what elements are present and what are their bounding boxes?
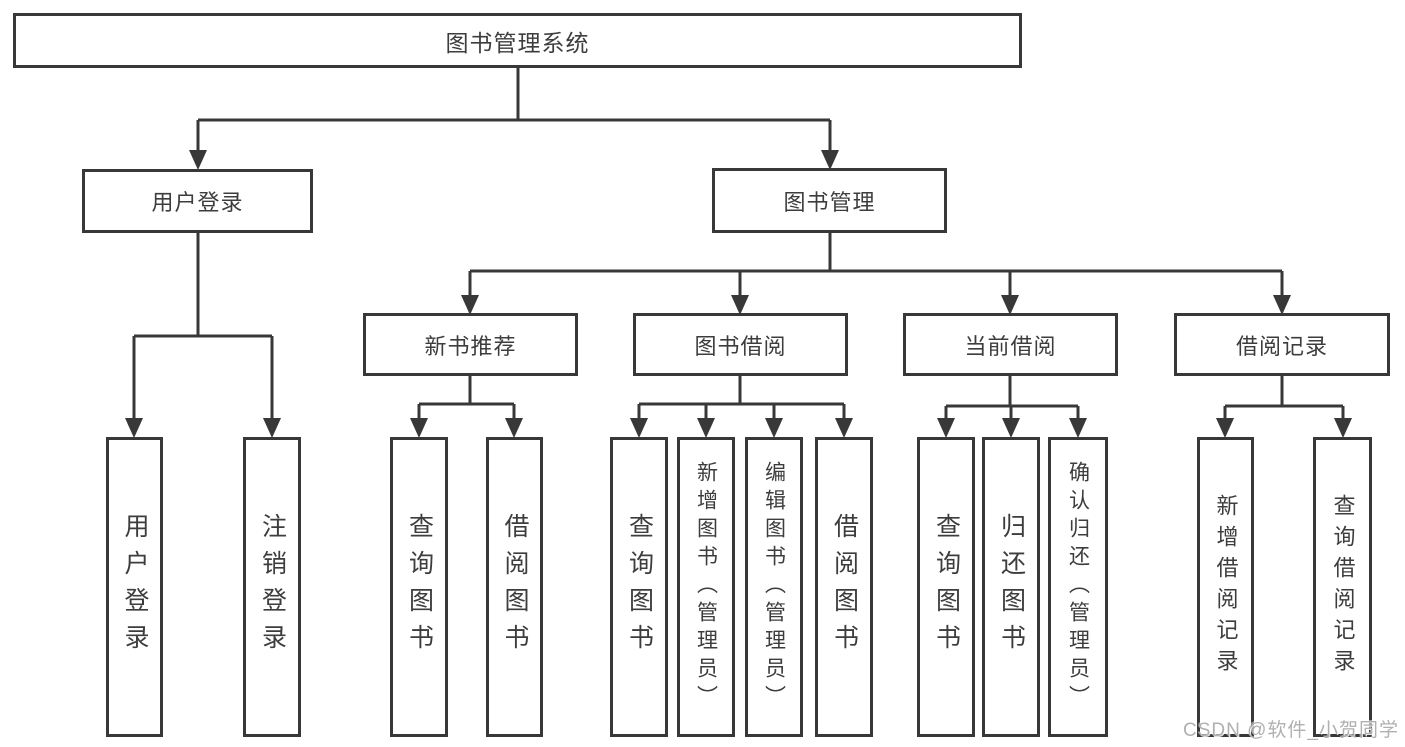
node-label: 借阅图书 <box>501 513 529 661</box>
leaf-user-login: 用户登录 <box>106 437 163 737</box>
arrowhead-icon <box>630 418 648 438</box>
connector-stems <box>132 68 1345 424</box>
leaf-add-books-admin: 新增图书（管理员） <box>677 437 735 737</box>
arrowhead-icon <box>835 418 853 438</box>
arrowhead-icon <box>125 418 143 438</box>
arrowhead-icon <box>765 418 783 438</box>
leaf-edit-books-admin: 编辑图书（管理员） <box>745 437 803 737</box>
node-label: 借阅图书 <box>830 513 859 661</box>
node-new-book-recommend: 新书推荐 <box>363 313 578 376</box>
node-label: 新增图书（管理员） <box>694 461 718 713</box>
arrowhead-icon <box>1002 418 1020 438</box>
node-label: 当前借阅 <box>964 333 1057 359</box>
node-borrowing-records: 借阅记录 <box>1174 313 1390 376</box>
leaf-borrow-books-2: 借阅图书 <box>815 437 873 737</box>
leaf-return-books: 归还图书 <box>982 437 1040 737</box>
node-label: 注销登录 <box>258 513 287 661</box>
leaf-confirm-return-admin: 确认归还（管理员） <box>1048 437 1108 737</box>
node-label: 编辑图书（管理员） <box>762 461 786 713</box>
node-label: 用户登录 <box>121 513 149 661</box>
leaf-logout: 注销登录 <box>243 437 301 737</box>
node-root-system: 图书管理系统 <box>13 13 1022 68</box>
csdn-watermark: CSDN @软件_小贺同学 <box>1183 720 1399 741</box>
leaf-query-books-1: 查询图书 <box>390 437 448 737</box>
arrowhead-icon <box>461 295 479 315</box>
node-book-borrowing: 图书借阅 <box>633 313 848 376</box>
node-label: 查询图书 <box>932 513 961 661</box>
leaf-query-books-2: 查询图书 <box>610 437 668 737</box>
arrowhead-icon <box>1216 418 1234 438</box>
arrowhead-icon <box>189 150 207 170</box>
node-label: 查询图书 <box>405 513 434 661</box>
node-user-login: 用户登录 <box>82 169 313 233</box>
arrowhead-icon <box>263 418 281 438</box>
node-label: 归还图书 <box>997 513 1026 661</box>
node-label: 图书管理系统 <box>445 29 590 56</box>
leaf-add-borrow-record: 新增借阅记录 <box>1197 437 1254 737</box>
arrowhead-icon <box>1273 295 1291 315</box>
node-current-borrowing: 当前借阅 <box>903 313 1118 376</box>
leaf-query-borrow-record: 查询借阅记录 <box>1313 437 1372 737</box>
arrowhead-icon <box>1001 295 1019 315</box>
node-label: 确认归还（管理员） <box>1066 461 1090 713</box>
leaf-query-books-3: 查询图书 <box>917 437 975 737</box>
arrowhead-icon <box>505 418 523 438</box>
node-label: 新增借阅记录 <box>1213 494 1239 680</box>
arrowhead-icon <box>937 418 955 438</box>
arrowhead-icon <box>731 295 749 315</box>
arrowhead-icon <box>1334 418 1352 438</box>
arrowhead-icon <box>697 418 715 438</box>
arrowhead-icon <box>821 150 839 170</box>
node-label: 新书推荐 <box>424 333 517 359</box>
node-book-management: 图书管理 <box>712 168 947 233</box>
node-label: 借阅记录 <box>1235 333 1328 359</box>
node-label: 查询借阅记录 <box>1330 494 1356 680</box>
node-label: 图书管理 <box>783 189 876 215</box>
node-label: 查询图书 <box>625 513 654 661</box>
node-label: 用户登录 <box>151 190 244 215</box>
leaf-borrow-books-1: 借阅图书 <box>486 437 543 737</box>
node-label: 图书借阅 <box>694 333 787 359</box>
arrowhead-icon <box>1069 418 1087 438</box>
arrowhead-icon <box>410 418 428 438</box>
